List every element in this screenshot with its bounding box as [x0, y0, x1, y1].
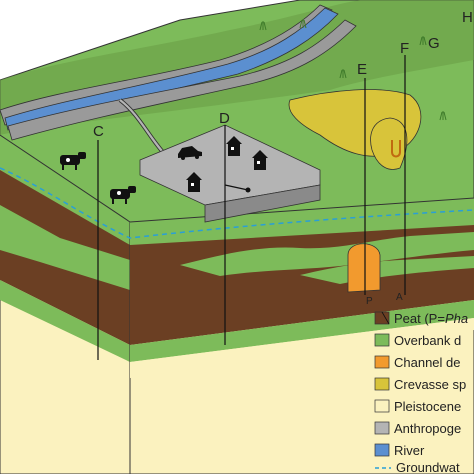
cow-icon: [110, 186, 136, 204]
legend-swatch-crevasse: [374, 377, 390, 391]
levee-inner: [7, 19, 357, 141]
legend-channel: Channel de: [394, 355, 461, 370]
profile-label-f: F: [400, 40, 409, 57]
legend-swatch-pleistocene: [374, 399, 390, 413]
house-icon: [186, 172, 202, 192]
top-surface: [0, 0, 474, 223]
legend-overbank: Overbank d: [394, 333, 461, 348]
legend-swatch-channel: [374, 355, 390, 369]
legend: Peat (P=Pha Overbank d Channel de Crevas…: [374, 311, 468, 474]
profile-label-g: G: [428, 35, 440, 52]
legend-anthropogenic: Anthropoge: [394, 421, 461, 436]
legend-swatch-river: [374, 443, 390, 457]
profile-label-a: A: [396, 292, 403, 303]
profile-label-h: H: [462, 9, 473, 26]
profile-label-d: D: [219, 110, 230, 127]
profile-label-e: E: [357, 61, 367, 78]
legend-peat: Peat (P=Pha: [394, 311, 468, 326]
house-icon: [252, 150, 268, 170]
channel-deposit: [347, 243, 381, 293]
car-icon: [178, 146, 202, 160]
groundwater-line: [0, 167, 474, 239]
legend-pleistocene: Pleistocene: [394, 399, 461, 414]
legend-swatch-peat: [374, 311, 390, 325]
legend-river: River: [394, 443, 425, 458]
profile-lines: [97, 55, 406, 360]
legend-swatch-overbank: [374, 333, 390, 347]
profile-label-c: C: [93, 123, 104, 140]
legend-swatch-anthropogenic: [374, 421, 390, 435]
profile-label-p: P: [366, 296, 373, 307]
house-icon: [226, 136, 242, 156]
legend-groundwater: Groundwat: [396, 460, 460, 474]
legend-crevasse: Crevasse sp: [394, 377, 466, 392]
cow-icon: [60, 152, 86, 170]
